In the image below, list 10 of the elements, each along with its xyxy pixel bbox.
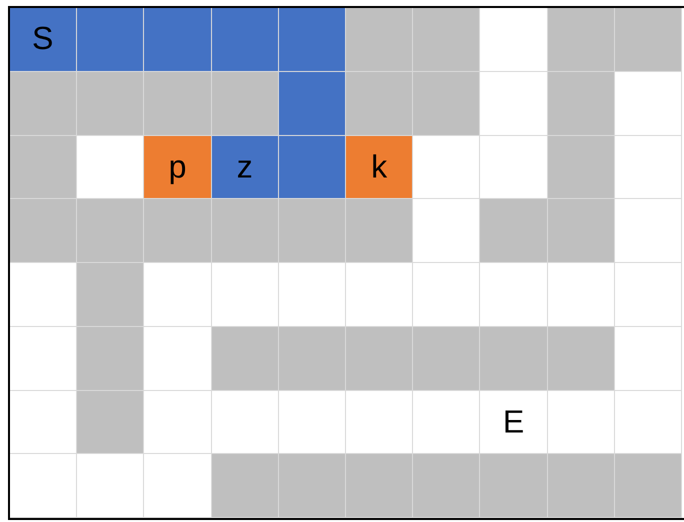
marked-cell <box>144 136 212 200</box>
path-cell <box>10 8 78 72</box>
cell-letter: z <box>236 148 253 186</box>
cell-letter: S <box>32 20 54 57</box>
cell-letter: p <box>168 148 186 186</box>
cell-letter: E <box>502 403 524 440</box>
open-cell <box>480 390 548 454</box>
cell-letter: k <box>371 148 388 186</box>
path-cell <box>212 136 279 200</box>
marked-cell <box>346 136 414 200</box>
